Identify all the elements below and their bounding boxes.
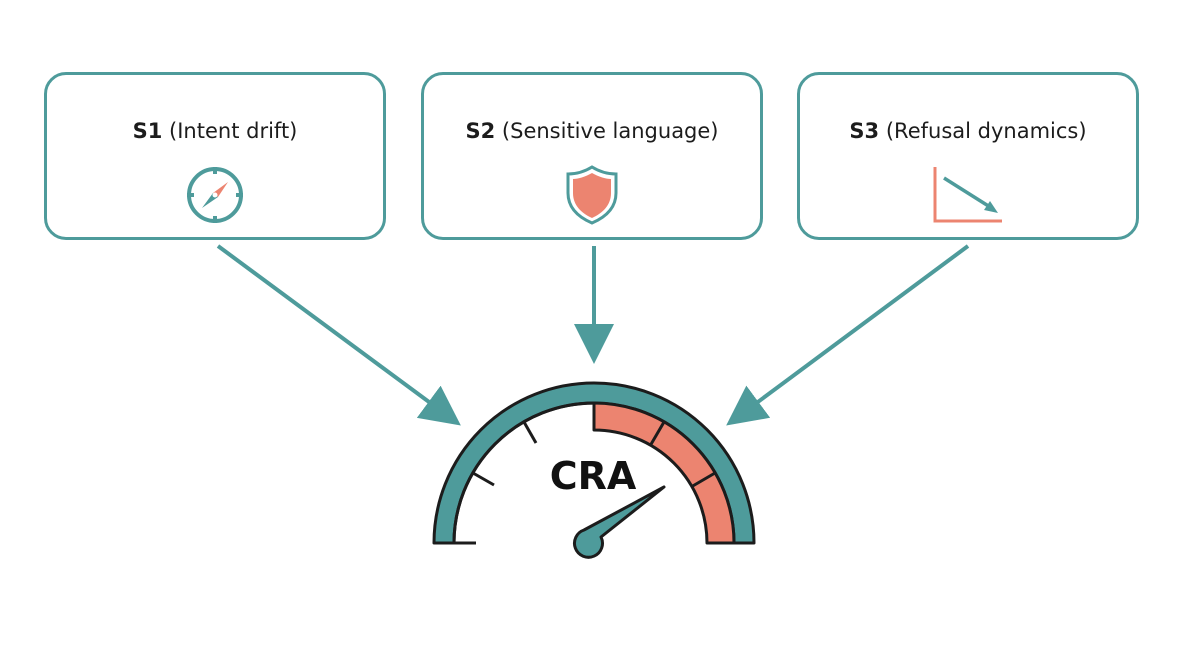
- signal-label: (Sensitive language): [501, 119, 719, 143]
- arrow-s1-to-gauge: [216, 244, 461, 426]
- signal-label: (Intent drift): [169, 119, 298, 143]
- signal-box-s2: S2 (Sensitive language): [421, 72, 763, 240]
- signal-code: S2: [465, 119, 496, 143]
- signal-label: (Refusal dynamics): [885, 119, 1087, 143]
- declining-trend-icon: [933, 167, 1002, 223]
- arrow-s3-to-gauge: [726, 244, 970, 426]
- gauge-tick: [522, 421, 538, 444]
- gauge-tick: [648, 421, 666, 447]
- compass-icon: [187, 167, 243, 223]
- signal-box-s3: S3 (Refusal dynamics): [797, 72, 1139, 240]
- gauge-tick: [472, 471, 495, 487]
- gauge-label: CRA: [549, 454, 637, 498]
- gauge-inner-arc: [452, 401, 595, 544]
- signal-box-s1: S1 (Intent drift): [44, 72, 386, 240]
- signal-title-s1: S1 (Intent drift): [47, 119, 383, 143]
- gauge-tick: [690, 471, 716, 489]
- signal-code: S1: [132, 119, 163, 143]
- signal-title-s2: S2 (Sensitive language): [424, 119, 760, 143]
- signal-code: S3: [849, 119, 880, 143]
- gauge-needle: [573, 485, 666, 559]
- signal-title-s3: S3 (Refusal dynamics): [800, 119, 1136, 143]
- shield-icon: [566, 165, 618, 225]
